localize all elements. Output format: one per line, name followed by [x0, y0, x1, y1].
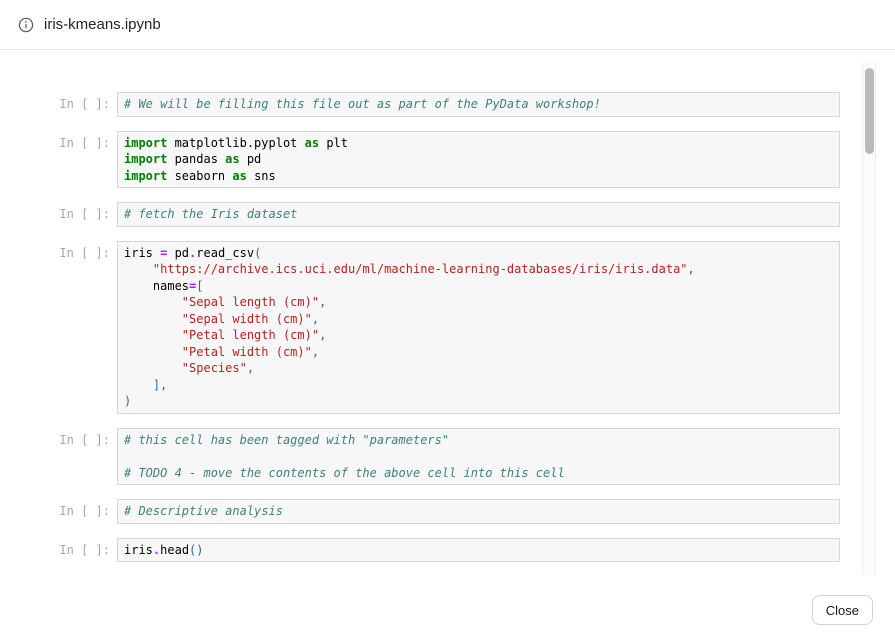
cell-prompt: In [ ]:: [59, 542, 110, 557]
cell-input: iris.head(): [117, 537, 840, 562]
notebook-cells: In [ ]: # We will be filling this file o…: [0, 51, 895, 562]
close-button[interactable]: Close: [811, 595, 873, 625]
cell-prompt: In [ ]:: [59, 135, 110, 150]
cell-prompt: In [ ]:: [59, 97, 110, 111]
notebook-cell: In [ ]: iris.head(): [40, 537, 840, 562]
notebook-cell: In [ ]: # We will be filling this file o…: [40, 92, 840, 117]
cell-input: iris = pd.read_csv( "https://archive.ics…: [117, 240, 840, 414]
cell-input: # We will be filling this file out as pa…: [117, 92, 840, 117]
cell-prompt: In [ ]:: [59, 504, 110, 518]
cell-input: # Descriptive analysis: [117, 499, 840, 524]
notebook-cell: In [ ]: iris = pd.read_csv( "https://arc…: [40, 240, 840, 414]
cell-prompt: In [ ]:: [59, 245, 110, 260]
cell-prompt: In [ ]:: [59, 432, 110, 447]
notebook-scroll-area[interactable]: In [ ]: # We will be filling this file o…: [0, 51, 895, 576]
notebook-cell: In [ ]: # this cell has been tagged with…: [40, 427, 840, 485]
scrollbar-track[interactable]: [862, 62, 876, 575]
notebook-filename: iris-kmeans.ipynb: [44, 16, 161, 33]
notebook-cell: In [ ]: # Descriptive analysis: [40, 499, 840, 524]
cell-input: # this cell has been tagged with "parame…: [117, 427, 840, 485]
scrollbar-thumb[interactable]: [865, 68, 874, 154]
cell-prompt: In [ ]:: [59, 207, 110, 221]
notebook-cell: In [ ]: # fetch the Iris dataset: [40, 202, 840, 227]
dialog-header: iris-kmeans.ipynb: [0, 0, 895, 50]
info-icon: [18, 17, 34, 33]
cell-input: # fetch the Iris dataset: [117, 202, 840, 227]
